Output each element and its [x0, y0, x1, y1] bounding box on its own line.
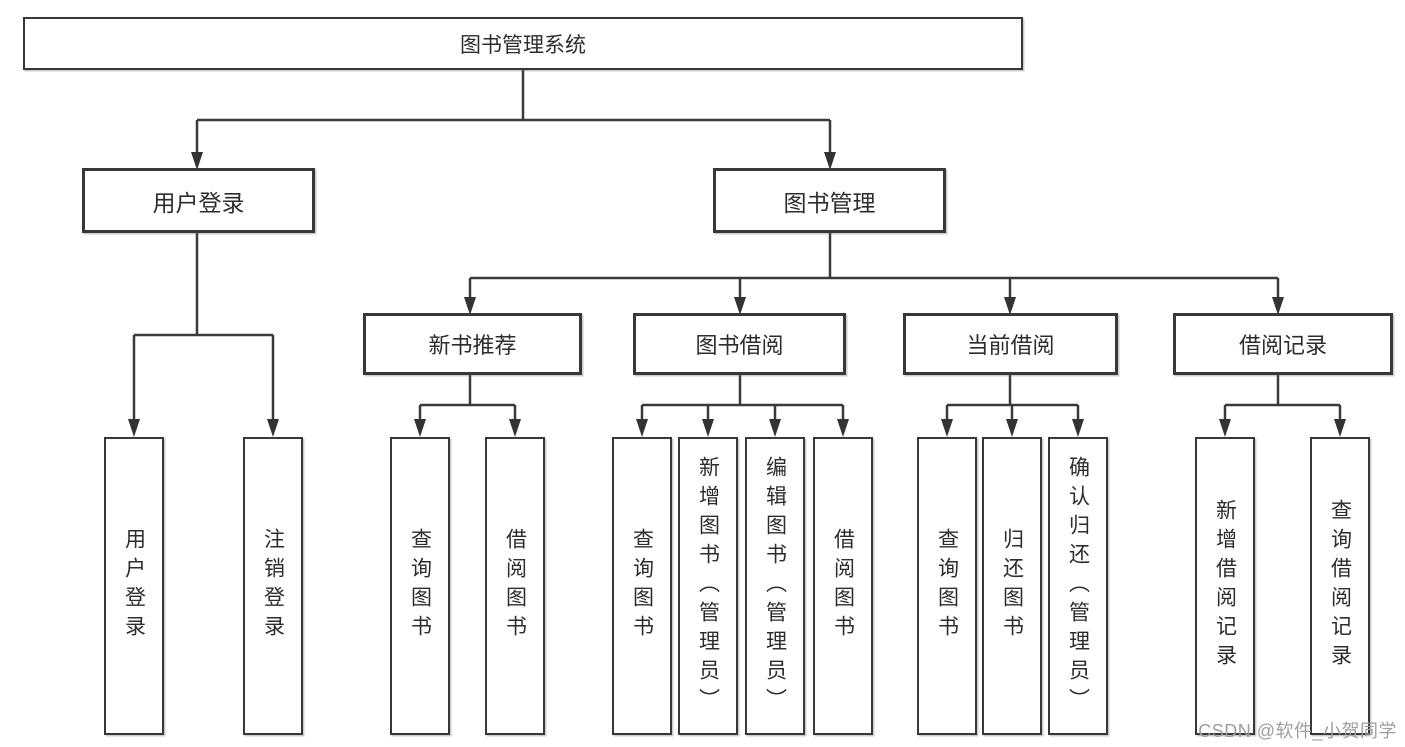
- leaf-current-return: 归还图书: [982, 437, 1042, 735]
- node-borrow-records-label: 借阅记录: [1238, 333, 1327, 358]
- node-current-borrow-label: 当前借阅: [966, 333, 1055, 358]
- leaf-current-query: 查询图书: [917, 437, 977, 735]
- connector-book-management-to-level3: [464, 233, 1284, 315]
- leaf-records-query-label: 查询借阅记录: [1328, 499, 1352, 673]
- leaf-user-login-label: 用户登录: [122, 528, 146, 644]
- leaf-newbook-borrow: 借阅图书: [485, 437, 545, 735]
- node-book-borrow: 图书借阅: [633, 313, 846, 375]
- leaf-borrow-query: 查询图书: [612, 437, 672, 735]
- leaf-current-confirm-admin: 确认归还（管理员）: [1048, 437, 1108, 735]
- connector-new-book-to-leaves: [414, 375, 521, 437]
- leaf-borrow-add-admin-label: 新增图书（管理员）: [696, 455, 720, 717]
- node-root-label: 图书管理系统: [460, 33, 586, 57]
- node-book-management-label: 图书管理: [783, 189, 876, 216]
- leaf-newbook-borrow-label: 借阅图书: [503, 528, 527, 644]
- leaf-borrow-book: 借阅图书: [813, 437, 873, 735]
- leaf-current-return-label: 归还图书: [1000, 528, 1024, 644]
- connector-book-borrow-to-leaves: [636, 375, 849, 437]
- node-new-book-recommend-label: 新书推荐: [428, 333, 517, 358]
- connector-user-login-to-leaves: [128, 233, 279, 437]
- node-book-borrow-label: 图书借阅: [695, 333, 784, 358]
- leaf-borrow-edit-admin-label: 编辑图书（管理员）: [763, 455, 787, 717]
- connector-borrow-records-to-leaves: [1219, 375, 1346, 437]
- node-current-borrow: 当前借阅: [903, 313, 1118, 375]
- leaf-user-login: 用户登录: [104, 437, 164, 735]
- node-borrow-records: 借阅记录: [1173, 313, 1393, 375]
- leaf-borrow-query-label: 查询图书: [630, 528, 654, 644]
- leaf-logout: 注销登录: [243, 437, 303, 735]
- node-book-management: 图书管理: [713, 168, 946, 233]
- leaf-records-add: 新增借阅记录: [1195, 437, 1255, 735]
- leaf-records-add-label: 新增借阅记录: [1213, 499, 1237, 673]
- leaf-borrow-book-label: 借阅图书: [831, 528, 855, 644]
- leaf-current-query-label: 查询图书: [935, 528, 959, 644]
- leaf-current-confirm-admin-label: 确认归还（管理员）: [1066, 455, 1090, 717]
- leaf-borrow-add-admin: 新增图书（管理员）: [678, 437, 738, 735]
- watermark: CSDN @软件_小贺同学: [1198, 721, 1397, 741]
- leaf-borrow-edit-admin: 编辑图书（管理员）: [745, 437, 805, 735]
- node-root: 图书管理系统: [23, 17, 1023, 70]
- node-user-login: 用户登录: [82, 168, 315, 233]
- leaf-logout-label: 注销登录: [261, 528, 285, 644]
- connector-current-borrow-to-leaves: [941, 375, 1084, 437]
- node-user-login-label: 用户登录: [152, 189, 245, 216]
- leaf-newbook-query: 查询图书: [390, 437, 450, 735]
- connector-root-to-level2: [191, 70, 836, 170]
- leaf-newbook-query-label: 查询图书: [408, 528, 432, 644]
- node-new-book-recommend: 新书推荐: [363, 313, 582, 375]
- leaf-records-query: 查询借阅记录: [1310, 437, 1370, 735]
